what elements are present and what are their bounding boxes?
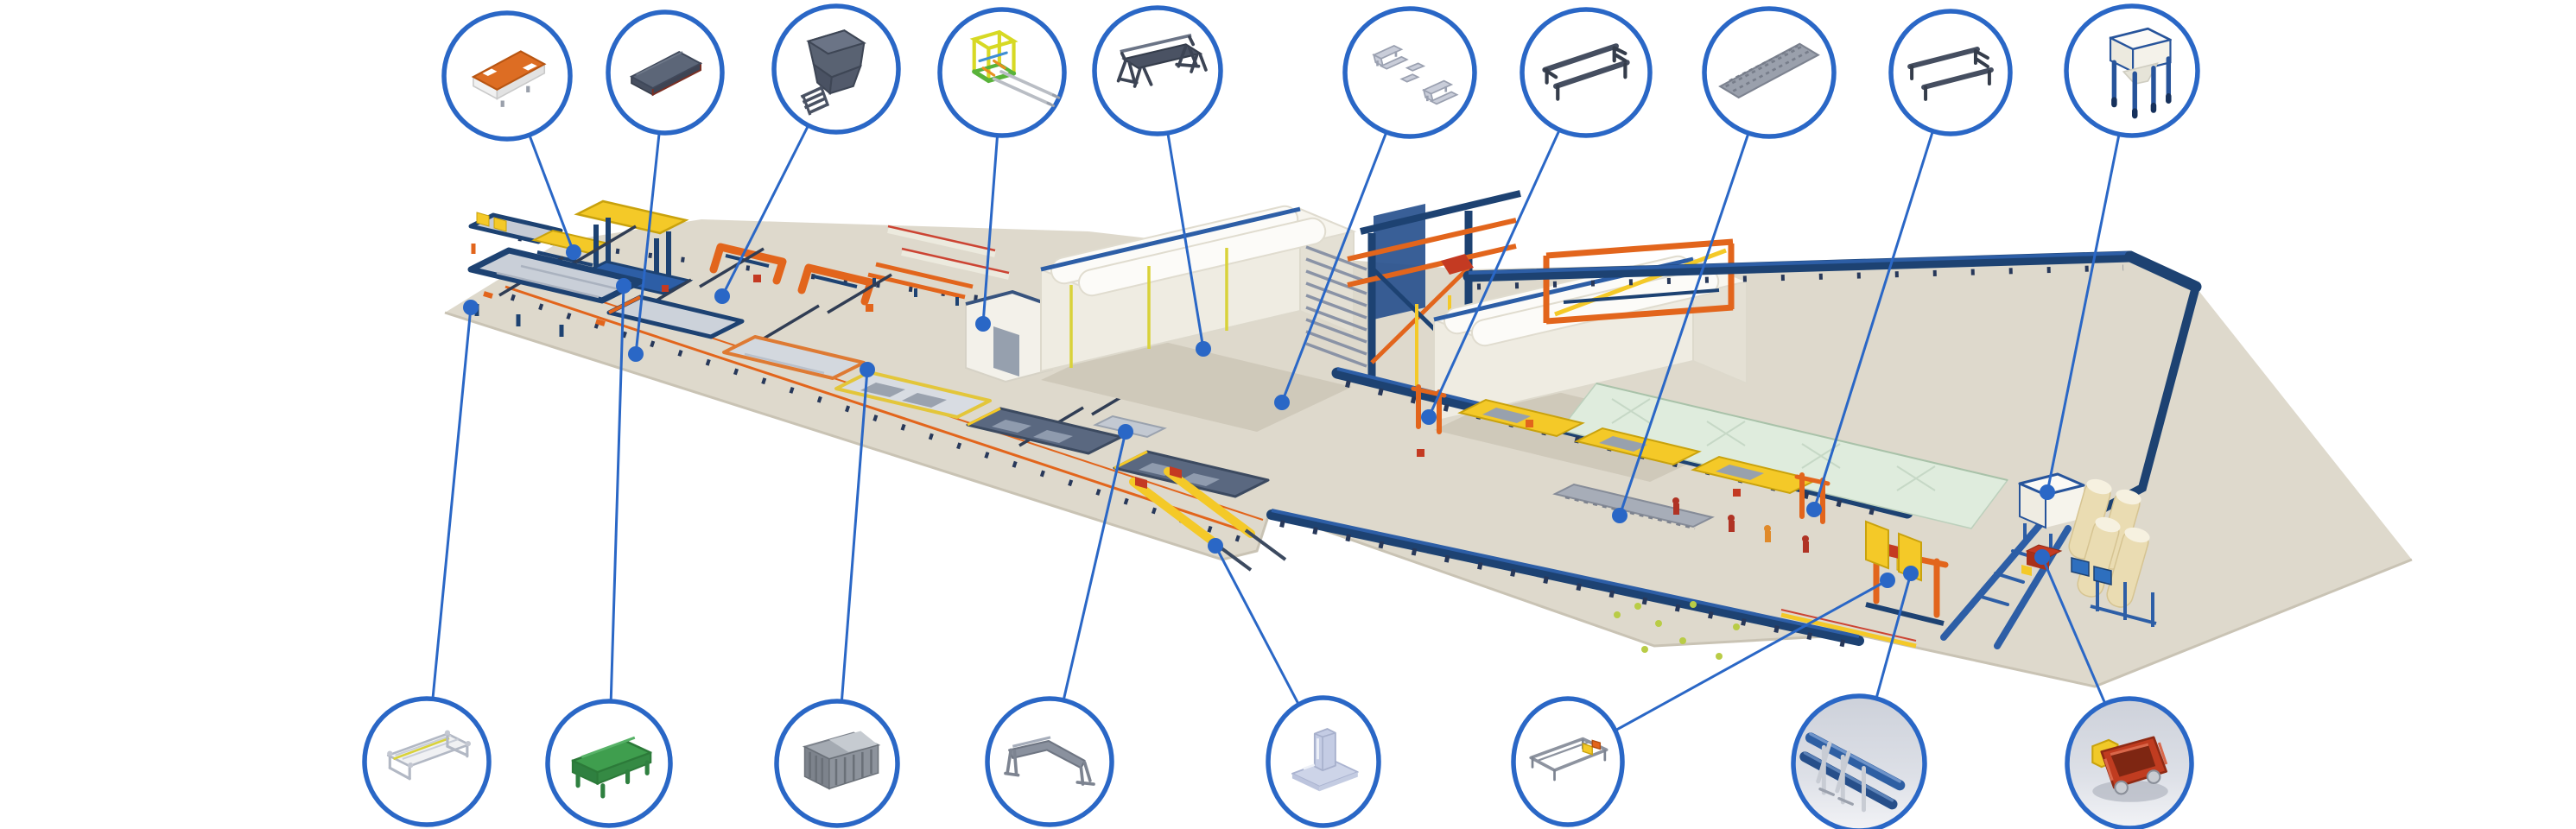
- conveyor-lines-right-block: [1266, 250, 2202, 660]
- crossing-beam-anchor-dot: [1118, 424, 1133, 440]
- pallet-support-rails-anchor-dot: [1421, 409, 1437, 425]
- roller-conveyor-line-leader-line: [1875, 573, 1913, 699]
- control-cabin: [965, 290, 1053, 383]
- mesh-cage-frame-anchor-dot: [975, 316, 991, 332]
- pallet-transfer-gantry-circle: [1092, 5, 1223, 136]
- batching-plant-area: [2018, 472, 2157, 627]
- insulation-block-callout: [774, 362, 900, 828]
- cement-silos: [2068, 478, 2157, 627]
- pallet-station-2: [606, 294, 745, 339]
- orange-mould-pallet-leader-line: [528, 134, 575, 253]
- tilting-frame-table-anchor-dot: [463, 300, 479, 315]
- pallet-transfer-gantry-callout: [1092, 5, 1223, 357]
- concrete-spreader-leader-line: [720, 124, 810, 297]
- orange-mould-pallet-callout: [441, 10, 581, 260]
- concrete-skip-car-leader-line: [2040, 556, 2107, 705]
- worker-figures: [1672, 497, 1809, 553]
- chain-conveyor-anchor-dot: [1612, 508, 1627, 523]
- line-accents: [1417, 420, 1741, 497]
- aggregate-hopper-callout: [2040, 3, 2200, 500]
- marker-dots: [1614, 601, 1740, 660]
- orange-mould-pallet-anchor-dot: [566, 244, 581, 260]
- tilting-frame-table-callout: [362, 300, 492, 827]
- track-support-frame-leader-line: [1812, 130, 1934, 510]
- pallet-trolley-frame-anchor-dot: [1880, 573, 1895, 588]
- vibration-table-leader-line: [609, 285, 625, 702]
- pallet-support-rails-callout: [1421, 7, 1653, 425]
- cross-shuttle-2: [797, 263, 875, 306]
- mesh-cage-frame-leader-line: [981, 135, 999, 325]
- embedded-fittings-callout: [1274, 6, 1477, 410]
- support-pedestal-callout: [1208, 538, 1381, 828]
- stored-pallet-rows: [887, 225, 1010, 280]
- crossing-beam-callout: [985, 424, 1133, 827]
- concrete-skip-car-callout: [2034, 549, 2194, 829]
- tilting-frame-table-circle: [362, 696, 492, 827]
- aggregate-hopper-anchor-dot: [2040, 484, 2055, 500]
- pallet-trolley-frame-callout: [1511, 573, 1895, 827]
- roller-conveyor-line-anchor-dot: [1903, 566, 1919, 581]
- concrete-mixer: [2018, 472, 2085, 553]
- pallet-station-4: [834, 370, 992, 419]
- support-pedestal-leader-line: [1214, 545, 1300, 706]
- steel-pallet-anchor-dot: [628, 346, 644, 362]
- crossing-beam-leader-line: [1062, 431, 1127, 701]
- pallet-transfer-gantry-anchor-dot: [1196, 341, 1211, 357]
- concrete-spreader-anchor-dot: [714, 288, 730, 304]
- insulation-block-anchor-dot: [860, 362, 875, 377]
- vibration-table-callout: [545, 278, 673, 828]
- aggregate-hopper-leader-line: [2046, 134, 2121, 493]
- callout-layer: [362, 3, 2200, 829]
- mould-pallet-stack-1: [966, 407, 1123, 455]
- chain-conveyor-leader-line: [1618, 132, 1750, 516]
- overhead-orange-frame: [1543, 238, 1735, 325]
- pallet-transfer-gantry-leader-line: [1166, 132, 1205, 350]
- curing-chamber-1: [1037, 205, 1357, 432]
- pallet-support-rails-circle: [1520, 7, 1653, 138]
- aggregate-carts: [2071, 557, 2112, 585]
- embedded-fittings-circle: [1342, 6, 1477, 139]
- pallet-trolley-frame-circle: [1511, 696, 1625, 827]
- crossing-beam-circle: [985, 696, 1114, 827]
- roller-conveyor-line-callout: [1791, 566, 1927, 829]
- skip-hoist-frame: [1940, 515, 2072, 649]
- steel-pallet-leader-line: [634, 132, 661, 355]
- support-pedestal-anchor-dot: [1208, 538, 1223, 554]
- pallet-trolley-frame-leader-line: [1615, 579, 1888, 732]
- embedded-fittings-anchor-dot: [1274, 395, 1290, 410]
- vibration-table-anchor-dot: [616, 278, 631, 294]
- factory-floor: [444, 219, 2413, 688]
- embedded-fittings-leader-line: [1280, 131, 1388, 403]
- mesh-cage-frame-callout: [937, 7, 1067, 332]
- track-support-frame-anchor-dot: [1806, 502, 1822, 517]
- chain-conveyor-segment: [1552, 483, 1715, 530]
- track-support-frame-circle: [1888, 9, 2013, 136]
- pallets-on-line: [1457, 398, 1818, 495]
- track-support-frame-callout: [1806, 9, 2013, 517]
- steel-pallet-callout: [606, 9, 725, 362]
- skip-hoist-rails: [1129, 466, 1287, 572]
- mesh-reinforcement-strip: [1558, 383, 2009, 529]
- chain-conveyor-callout: [1612, 6, 1837, 523]
- pallet-support-rails-leader-line: [1427, 129, 1561, 418]
- concrete-skip-car-anchor-dot: [2034, 549, 2050, 565]
- tilting-frame-table-station: [467, 247, 644, 337]
- insulation-block-leader-line: [840, 369, 869, 702]
- concrete-spreader-callout: [714, 3, 901, 304]
- tilting-frame-table-leader-line: [431, 307, 473, 699]
